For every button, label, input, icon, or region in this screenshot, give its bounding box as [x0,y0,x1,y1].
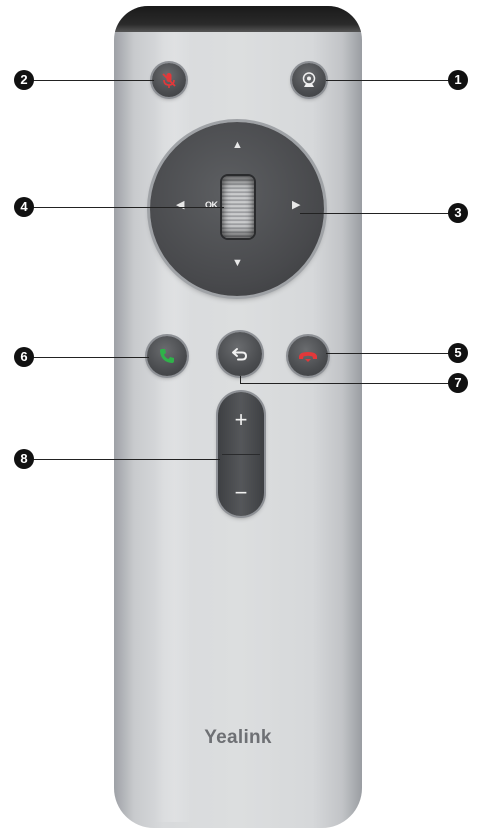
mic-mute-icon [162,73,176,88]
callout-badge-1: 1 [448,70,468,90]
callout-badge-4: 4 [14,197,34,217]
ok-label: OK [205,200,218,210]
answer-call-button[interactable] [147,336,187,376]
volume-up-button[interactable]: + [234,407,248,432]
back-icon [232,348,248,361]
callout-line-7 [240,383,450,384]
callout-badge-6: 6 [14,347,34,367]
ir-window [114,6,362,32]
volume-down-button[interactable]: − [234,480,248,505]
callout-line-6 [30,357,149,358]
callout-line-1 [326,80,450,81]
callout-line-2 [30,80,154,81]
arrow-down-icon[interactable]: ▼ [232,257,243,269]
answer-call-icon [160,349,174,363]
arrow-left-icon[interactable]: ◀ [176,199,185,211]
callout-badge-3: 3 [448,203,468,223]
brand-logo: Yealink [204,727,272,748]
callout-line-7-stem [240,376,241,384]
hang-up-button[interactable] [288,336,328,376]
arrow-up-icon[interactable]: ▲ [232,139,243,151]
hang-up-icon [299,352,317,362]
callout-badge-7: 7 [448,373,468,393]
mute-button[interactable] [152,63,186,97]
callout-badge-2: 2 [14,70,34,90]
arrow-right-icon[interactable]: ▶ [292,199,301,211]
callout-line-3 [300,213,450,214]
callout-badge-8: 8 [14,449,34,469]
callout-line-4 [30,207,224,208]
callout-badge-5: 5 [448,343,468,363]
ok-scroll-wheel[interactable] [222,176,254,238]
callout-line-5 [326,353,450,354]
volume-divider [222,454,260,455]
back-button[interactable] [218,332,262,376]
volume-rocker: + − [218,392,264,516]
camera-button[interactable] [292,63,326,97]
callout-line-8 [30,459,220,460]
camera-icon [302,72,316,87]
